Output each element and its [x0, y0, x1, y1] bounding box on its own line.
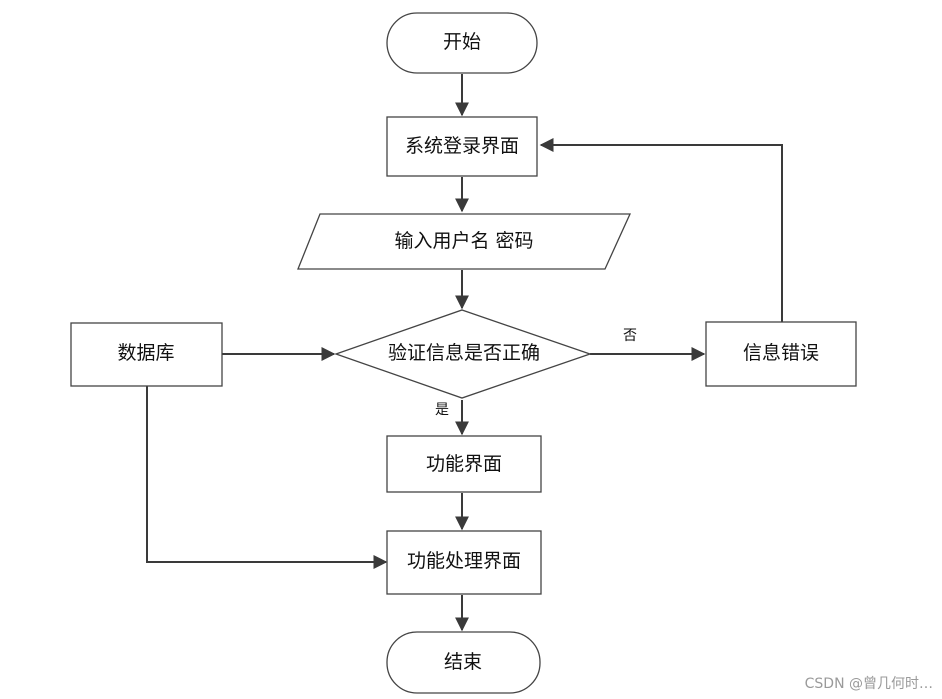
edge-database-process	[146, 386, 388, 569]
node-input-label: 输入用户名 密码	[394, 230, 533, 252]
connectors	[146, 74, 783, 632]
node-login-label: 系统登录界面	[405, 135, 519, 157]
node-database-label: 数据库	[117, 342, 174, 364]
node-verify-label: 验证信息是否正确	[388, 342, 540, 364]
node-start: 开始	[386, 12, 538, 74]
node-login: 系统登录界面	[386, 116, 538, 177]
node-error-label: 信息错误	[743, 342, 819, 364]
node-function-label: 功能界面	[426, 453, 502, 475]
watermark-text: CSDN @曾几何时…	[805, 676, 933, 692]
node-end-label: 结束	[444, 651, 482, 673]
edge-label-no: 否	[623, 328, 637, 344]
node-start-label: 开始	[443, 31, 481, 53]
node-error: 信息错误	[705, 321, 857, 387]
node-process: 功能处理界面	[386, 530, 542, 595]
edge-error-login	[539, 138, 783, 322]
node-input: 输入用户名 密码	[297, 213, 632, 270]
node-verify: 验证信息是否正确	[334, 309, 592, 399]
node-end: 结束	[386, 631, 541, 694]
node-process-label: 功能处理界面	[407, 550, 521, 572]
edge-label-yes: 是	[435, 402, 449, 418]
node-database: 数据库	[70, 322, 223, 387]
node-function: 功能界面	[386, 435, 542, 493]
